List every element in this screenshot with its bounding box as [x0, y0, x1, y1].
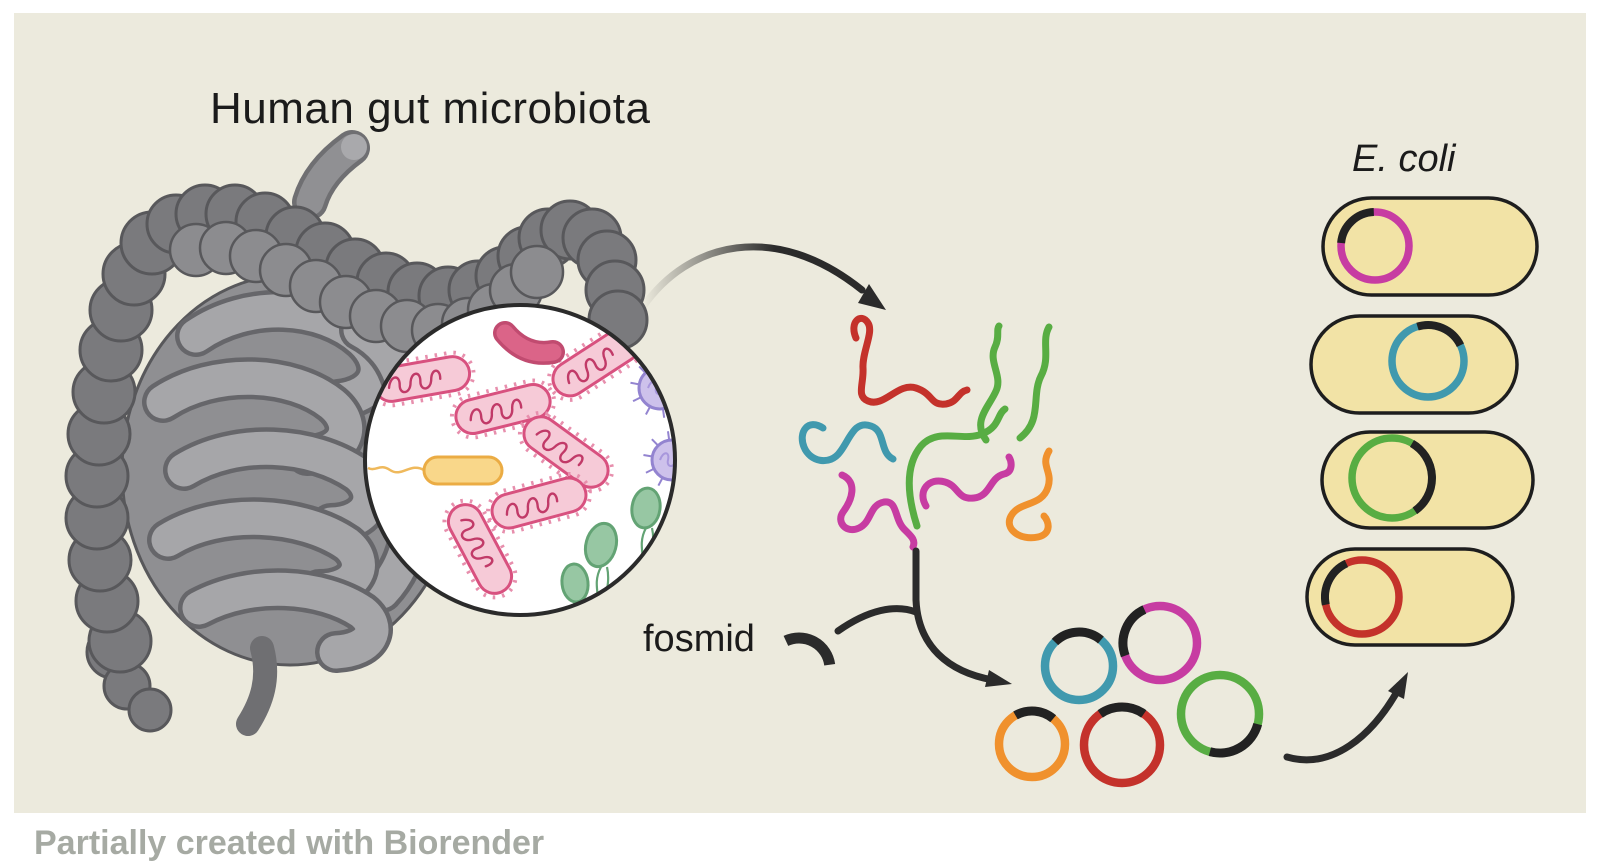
diagram-title: Human gut microbiota — [210, 84, 651, 133]
page: { "labels": { "title": "Human gut microb… — [14, 13, 1586, 862]
fosmid-label: fosmid — [643, 618, 755, 660]
ecoli-label: E. coli — [1352, 138, 1456, 180]
